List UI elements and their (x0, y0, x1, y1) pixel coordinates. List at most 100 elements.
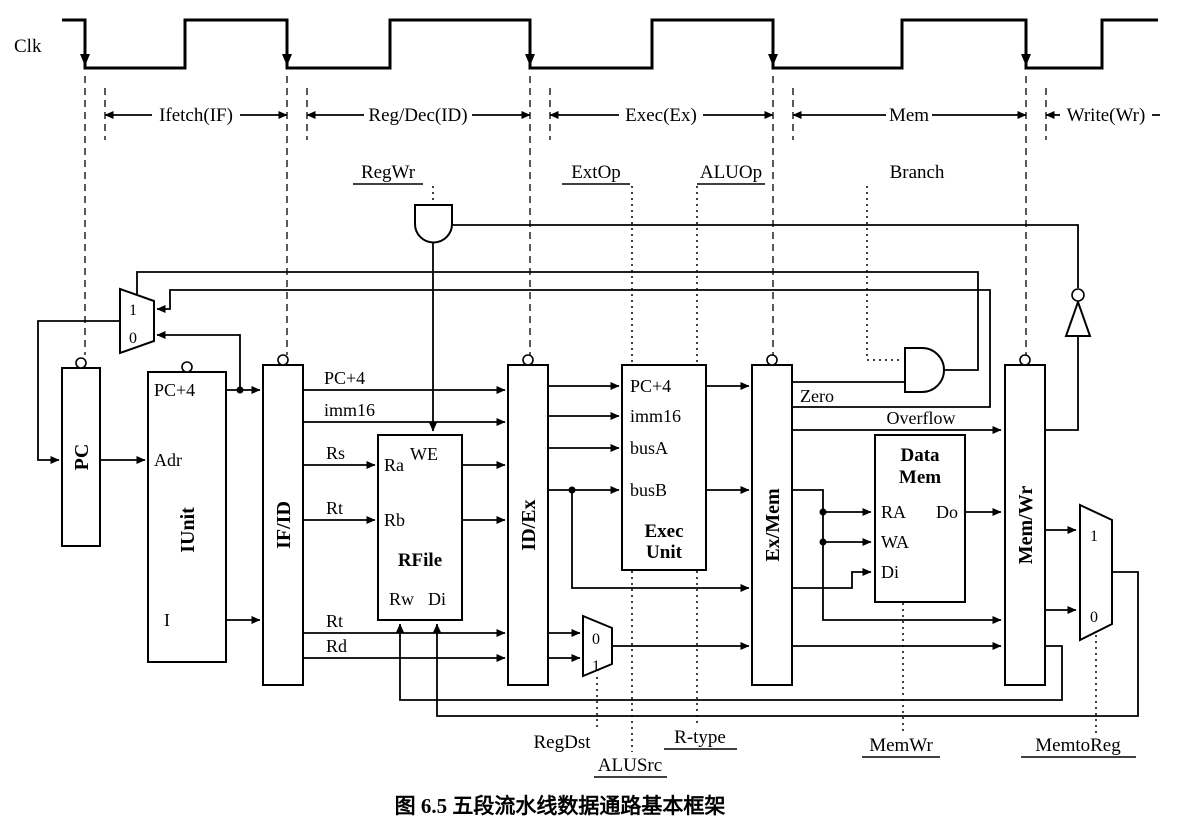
mux-input-0: 0 (1090, 609, 1098, 626)
not-bubble-icon (1071, 288, 1085, 302)
exec-busa-port: busA (630, 438, 668, 458)
alusrc-label: ALUSrc (598, 755, 662, 776)
pc-box (61, 367, 101, 547)
exec-imm16-port: imm16 (630, 406, 681, 426)
rt-wire-label: Rt (326, 498, 343, 518)
stage-if-label: Ifetch(IF) (159, 105, 233, 126)
clock-edge-arrow (1021, 54, 1031, 66)
datamem-di-port: Di (881, 562, 899, 582)
pc-source-mux: 1 0 (119, 287, 155, 355)
pc-name: PC (71, 444, 93, 471)
exec-unit-block: PC+4 imm16 busA busB Exec Unit (621, 364, 707, 571)
exmem-register: Ex/Mem (751, 354, 793, 686)
rs-wire-label: Rs (326, 443, 345, 463)
imm16-wire-label: imm16 (324, 400, 375, 420)
label-bg (152, 101, 240, 127)
extop-label: ExtOp (571, 162, 621, 183)
ifid-register: IF/ID (262, 354, 304, 686)
wire-alu-result (792, 489, 1002, 624)
branch-and-gate (904, 347, 945, 393)
and-gate-icon (904, 347, 945, 393)
ifid-name: IF/ID (273, 501, 295, 549)
rfile-rw-port: Rw (389, 589, 414, 609)
datamem-box (874, 434, 966, 603)
datamem-wa-port: WA (881, 532, 909, 552)
mux-input-0: 0 (592, 631, 600, 648)
regdst-label: RegDst (534, 732, 592, 753)
mux-icon (1079, 503, 1113, 642)
clock-input-icon (277, 354, 289, 366)
datamem-do-port: Do (936, 502, 958, 522)
idex-name: ID/Ex (518, 499, 540, 550)
rfile-rb-port: Rb (384, 510, 405, 530)
memwr-register: Mem/Wr (1004, 354, 1046, 686)
regwr-label: RegWr (361, 162, 416, 183)
rd-dest-wire-label: Rd (326, 636, 347, 656)
clock-edge-arrow (80, 54, 90, 66)
exec-busb-port: busB (630, 480, 667, 500)
mux-input-1: 1 (129, 302, 137, 319)
top-control-labels: RegWr ExtOp ALUOp Branch (353, 162, 945, 185)
memtoreg-mux: 1 0 (1079, 503, 1113, 642)
pc4-wire-label: PC+4 (324, 368, 365, 388)
clock-input-icon (766, 354, 778, 366)
mux-input-0: 0 (129, 330, 137, 347)
wire-branch-target (156, 289, 991, 408)
datamem-name-line1: Data (900, 445, 940, 466)
label-bg (886, 101, 932, 127)
memwr-name: Mem/Wr (1015, 486, 1037, 565)
iunit-name: IUnit (177, 507, 199, 553)
iunit-pc4-port: PC+4 (154, 380, 195, 400)
idex-register: ID/Ex (507, 354, 549, 686)
exec-pc4-port: PC+4 (630, 376, 671, 396)
stage-mem-label: Mem (889, 105, 929, 126)
clock-edge-arrow (525, 54, 535, 66)
wire-overflow-to-not (1045, 336, 1079, 431)
rfile-box (377, 434, 463, 621)
label-bg (1060, 101, 1152, 127)
wire-wb-data (433, 571, 1139, 717)
branch-label: Branch (890, 162, 945, 183)
clock-input-icon (75, 357, 87, 369)
rfile-ra-port: Ra (384, 455, 404, 475)
status-signal-labels: Zero Overflow (800, 386, 955, 428)
not-gate-icon (1064, 298, 1092, 337)
clock-waveform: Clk (14, 18, 1158, 70)
clock-edge-arrow (768, 54, 778, 66)
wire-labels-id: PC+4 imm16 Rs Rt Rt Rd (324, 368, 375, 656)
exec-box (621, 364, 707, 571)
wire-store-data (571, 490, 750, 592)
clock-input-icon (522, 354, 534, 366)
mux-icon (582, 614, 613, 678)
memwr-box (1004, 364, 1046, 686)
overflow-label: Overflow (887, 408, 956, 428)
aluop-label: ALUOp (700, 162, 762, 183)
rfile-di-port: Di (428, 589, 446, 609)
regwr-and-gate (414, 204, 453, 244)
memtoreg-label: MemtoReg (1035, 735, 1121, 756)
iunit-i-port: I (164, 610, 170, 630)
stage-ex-label: Exec(Ex) (625, 105, 697, 126)
datamem-ra-port: RA (881, 502, 906, 522)
rfile-block: WE Ra Rb RFile Rw Di (377, 434, 463, 621)
stage-labels: Ifetch(IF) Reg/Dec(ID) Exec(Ex) Mem Writ… (104, 101, 1160, 127)
rt-dest-wire-label: Rt (326, 611, 343, 631)
junction-dot (236, 386, 244, 394)
iunit-block: PC+4 Adr IUnit I (147, 361, 227, 663)
bottom-control-labels: RegDst ALUSrc R-type MemWr MemtoReg (534, 727, 1136, 778)
datamem-block: Data Mem RA Do WA Di (874, 434, 966, 603)
pc-register: PC (61, 357, 101, 547)
iunit-box (147, 371, 227, 663)
clock-signal-trace (62, 18, 1158, 70)
control-signal-lines (432, 186, 1097, 752)
rfile-name: RFile (398, 550, 442, 571)
wire-nextpc (37, 320, 120, 464)
stage-id-label: Reg/Dec(ID) (368, 105, 467, 126)
figure-caption: 图 6.5 五段流水线数据通路基本框架 (395, 794, 726, 818)
clock-edge-arrow (282, 54, 292, 66)
regdst-mux: 0 1 (582, 614, 613, 678)
rtype-label: R-type (674, 727, 726, 748)
datamem-name-line2: Mem (899, 467, 941, 488)
wire-not-to-and (452, 224, 1079, 288)
